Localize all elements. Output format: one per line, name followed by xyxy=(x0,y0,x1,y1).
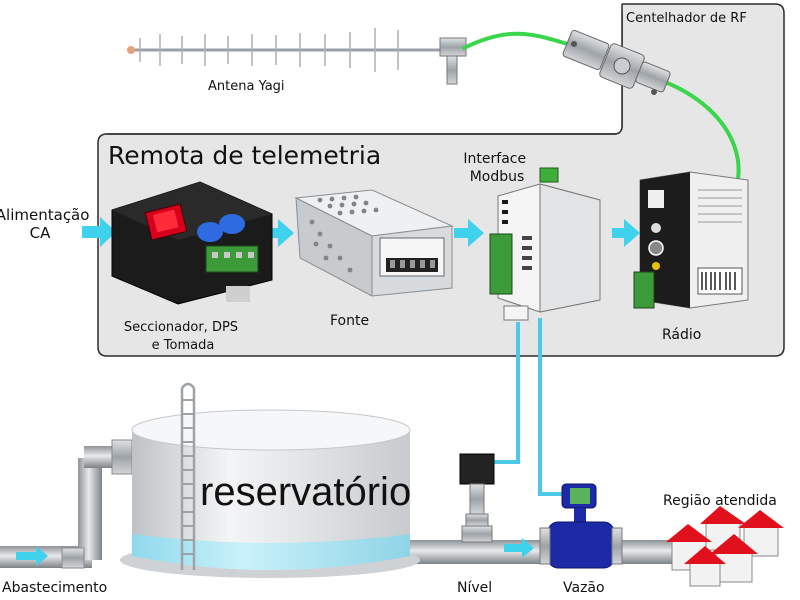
yagi-antenna-icon xyxy=(127,28,467,85)
level-signal-cable xyxy=(494,322,520,464)
disconnector-label: Seccionador, DPS e Tomada xyxy=(124,320,242,353)
arrow-icon xyxy=(82,217,116,247)
power-input-label: Alimentação CA xyxy=(0,206,94,242)
flow-signal-cable xyxy=(538,318,562,496)
arrow-icon xyxy=(612,219,640,247)
arrow-icon xyxy=(264,219,294,247)
flow-label: Vazão xyxy=(563,580,605,596)
flow-arrow-icon xyxy=(504,538,534,558)
reservoir-label: reservatório xyxy=(200,470,411,514)
rf-suppressor-label: Centelhador de RF xyxy=(626,11,747,26)
flow-meter-icon xyxy=(539,483,623,569)
panel-title: Remota de telemetria xyxy=(108,141,381,170)
power-supply-device-icon xyxy=(294,189,454,297)
modbus-interface-label: Interface Modbus xyxy=(463,151,530,185)
level-sensor-icon xyxy=(459,453,495,543)
power-supply-label: Fonte xyxy=(330,313,369,329)
arrow-icon xyxy=(454,219,484,247)
supply-label: Abastecimento xyxy=(2,580,107,596)
inlet-riser xyxy=(78,458,102,560)
disconnector-device-icon xyxy=(111,181,273,305)
radio-label: Rádio xyxy=(662,327,701,343)
reservoir-water xyxy=(132,534,410,570)
yagi-antenna-label: Antena Yagi xyxy=(208,79,285,94)
modbus-interface-device-icon xyxy=(489,167,601,321)
flow-arrow-icon xyxy=(16,546,48,566)
served-region-label: Região atendida xyxy=(663,493,777,509)
radio-device-icon xyxy=(633,171,749,309)
rf-suppressor-icon xyxy=(562,29,671,95)
houses-icon xyxy=(666,506,784,587)
level-label: Nível xyxy=(457,580,492,596)
reservoir-tank xyxy=(120,382,420,578)
